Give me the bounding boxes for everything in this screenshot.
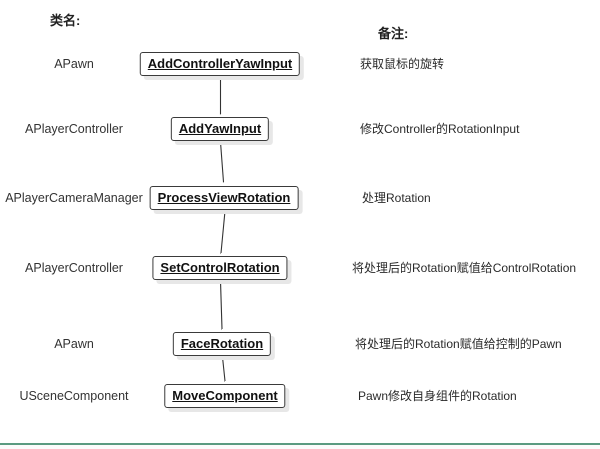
note-text: 修改Controller的RotationInput <box>360 122 520 136</box>
arrow-3 <box>221 210 226 253</box>
note-text: 获取鼠标的旋转 <box>360 57 445 71</box>
function-label: SetControlRotation <box>160 260 280 275</box>
class-name-aplayercontroller-2: APlayerController <box>25 261 123 275</box>
arrow-2 <box>221 141 224 182</box>
arrow-5 <box>223 356 226 381</box>
bottom-divider-line <box>0 443 600 445</box>
column-header-notes: 备注: <box>378 26 409 41</box>
flow-row-2: APlayerCameraManager ProcessViewRotation… <box>0 186 600 210</box>
flow-row-5: USceneComponent MoveComponent Pawn修改自身组件… <box>0 384 600 408</box>
function-label: FaceRotation <box>180 336 264 351</box>
class-name-apawn-2: APawn <box>54 337 94 351</box>
function-node-setcontrolrotation: SetControlRotation <box>152 256 288 280</box>
function-node-addyawinput: AddYawInput <box>170 117 270 141</box>
note-text: Pawn修改自身组件的Rotation <box>358 389 517 403</box>
function-label: AddYawInput <box>178 121 262 136</box>
function-node-addcontrolleryawinput: AddControllerYawInput <box>139 52 301 76</box>
flow-row-4: APawn FaceRotation 将处理后的Rotation赋值给控制的Pa… <box>0 332 600 356</box>
arrow-4 <box>221 280 223 329</box>
function-node-movecomponent: MoveComponent <box>164 384 286 408</box>
class-name-apawn: APawn <box>54 57 94 71</box>
class-name-uscenecomponent: USceneComponent <box>19 389 129 403</box>
flow-row-3: APlayerController SetControlRotation 将处理… <box>0 256 600 280</box>
bottom-margin-area <box>0 445 600 449</box>
flow-row-1: APlayerController AddYawInput 修改Controll… <box>0 117 600 141</box>
note-text: 将处理后的Rotation赋值给控制的Pawn <box>355 337 562 351</box>
class-name-aplayercameramanager: APlayerCameraManager <box>5 191 143 205</box>
flow-row-0: APawn AddControllerYawInput 获取鼠标的旋转 <box>0 52 600 76</box>
function-label: AddControllerYawInput <box>147 56 293 71</box>
function-node-processviewrotation: ProcessViewRotation <box>149 186 299 210</box>
note-text: 将处理后的Rotation赋值给ControlRotation <box>352 261 577 275</box>
column-header-class: 类名: <box>50 13 81 28</box>
function-label: MoveComponent <box>172 388 278 403</box>
note-text: 处理Rotation <box>362 191 431 205</box>
class-name-aplayercontroller: APlayerController <box>25 122 123 136</box>
function-node-facerotation: FaceRotation <box>172 332 272 356</box>
function-label: ProcessViewRotation <box>157 190 291 205</box>
